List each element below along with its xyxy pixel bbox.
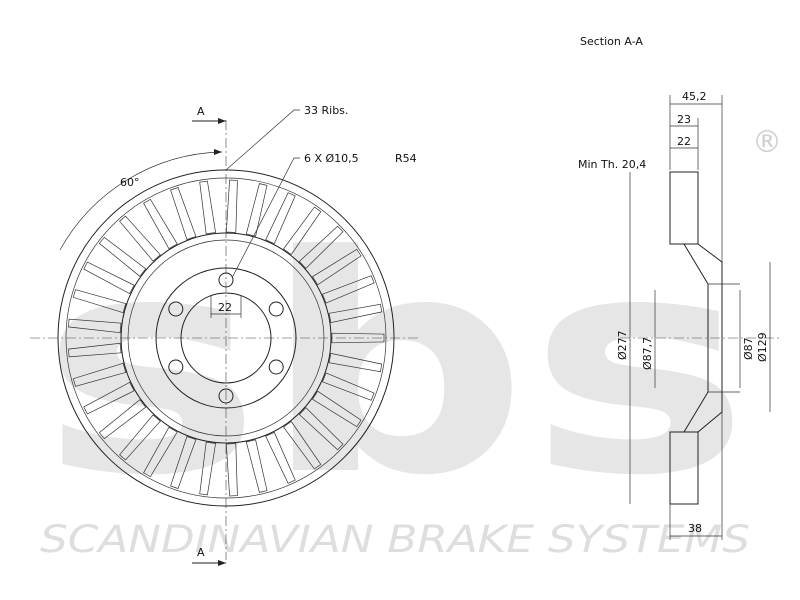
- rib: [265, 192, 296, 245]
- rib: [265, 431, 296, 484]
- dim-center-bore: Ø87: [742, 337, 755, 360]
- rib: [199, 441, 217, 496]
- section-arrowhead-bottom: [218, 560, 226, 566]
- friction-ring-inner: [120, 232, 332, 444]
- bolt-hole: [168, 359, 184, 375]
- rib: [72, 362, 127, 387]
- dim-hat-diameter: Ø129: [756, 332, 769, 362]
- rib: [331, 332, 385, 344]
- rib: [225, 443, 238, 497]
- bolt-hole: [218, 388, 234, 404]
- dim-overall-width: 45,2: [682, 90, 707, 103]
- rib: [119, 215, 161, 262]
- rib: [245, 439, 268, 493]
- rib: [225, 179, 238, 233]
- angle-arc: [59, 151, 223, 251]
- holes-leader: [231, 157, 300, 279]
- hat-profile: [697, 243, 723, 433]
- rib: [68, 318, 122, 334]
- bolt-hole: [268, 301, 284, 317]
- rib: [98, 236, 147, 277]
- section-view: 45,2 23 22 Min Th. 20,4 Ø277 Ø87,7 Ø87 Ø…: [578, 90, 780, 540]
- rib: [119, 414, 161, 461]
- ribs: [68, 179, 385, 497]
- front-view: 22 A A 60° 33 Ribs. 6 X Ø10,5 R54: [30, 104, 420, 566]
- section-title: Section A-A: [580, 35, 643, 48]
- rib: [83, 261, 135, 295]
- min-thickness-label: Min Th. 20,4: [578, 158, 646, 171]
- rib: [328, 303, 383, 324]
- bolt-hole: [218, 272, 234, 288]
- rib: [322, 275, 375, 304]
- sbs-watermark: sbs ® SCANDINAVIAN BRAKE SYSTEMS: [40, 125, 782, 561]
- holes-label: 6 X Ø10,5: [304, 152, 359, 165]
- rib: [298, 407, 344, 451]
- registered-mark: ®: [752, 125, 782, 160]
- rib: [83, 381, 135, 415]
- rib: [72, 289, 127, 314]
- rib: [245, 183, 268, 237]
- ribs-leader: [225, 109, 300, 171]
- dim-outer-diameter: Ø277: [616, 330, 629, 360]
- rib: [328, 352, 383, 373]
- watermark-brand-name: SCANDINAVIAN BRAKE SYSTEMS: [40, 518, 750, 561]
- section-marker-bottom: A: [197, 546, 205, 559]
- dim-hub-inner-diameter: Ø87,7: [641, 337, 654, 370]
- rib: [68, 342, 122, 358]
- rib: [199, 180, 217, 235]
- rib: [98, 399, 147, 440]
- dim-width-23: 23: [677, 113, 691, 126]
- friction-ring-inner-2: [127, 239, 325, 437]
- bolt-holes: [168, 272, 284, 404]
- bolt-hole: [268, 359, 284, 375]
- angle-label: 60°: [120, 176, 140, 189]
- dim-height: 38: [688, 522, 702, 535]
- hat-profile-inner: [683, 243, 709, 433]
- center-bore: [180, 292, 272, 384]
- rib: [143, 426, 178, 478]
- hub-outer: [155, 267, 297, 409]
- rib: [312, 248, 362, 286]
- rib: [143, 198, 178, 250]
- dim-width-22: 22: [677, 135, 691, 148]
- section-marker-top: A: [197, 105, 205, 118]
- rib: [283, 421, 322, 470]
- radius-label: R54: [395, 152, 417, 165]
- rib: [312, 390, 362, 428]
- rib: [298, 225, 344, 269]
- rib: [283, 206, 322, 255]
- disc-outer-edge-2: [65, 177, 387, 499]
- rib: [170, 436, 197, 489]
- section-arrowhead-top: [218, 118, 226, 124]
- rib: [170, 187, 197, 240]
- angle-arrowhead: [214, 149, 222, 155]
- hole-spacing-label: 22: [218, 301, 232, 314]
- ribs-label: 33 Ribs.: [304, 104, 348, 117]
- bolt-hole: [168, 301, 184, 317]
- rib: [322, 372, 375, 401]
